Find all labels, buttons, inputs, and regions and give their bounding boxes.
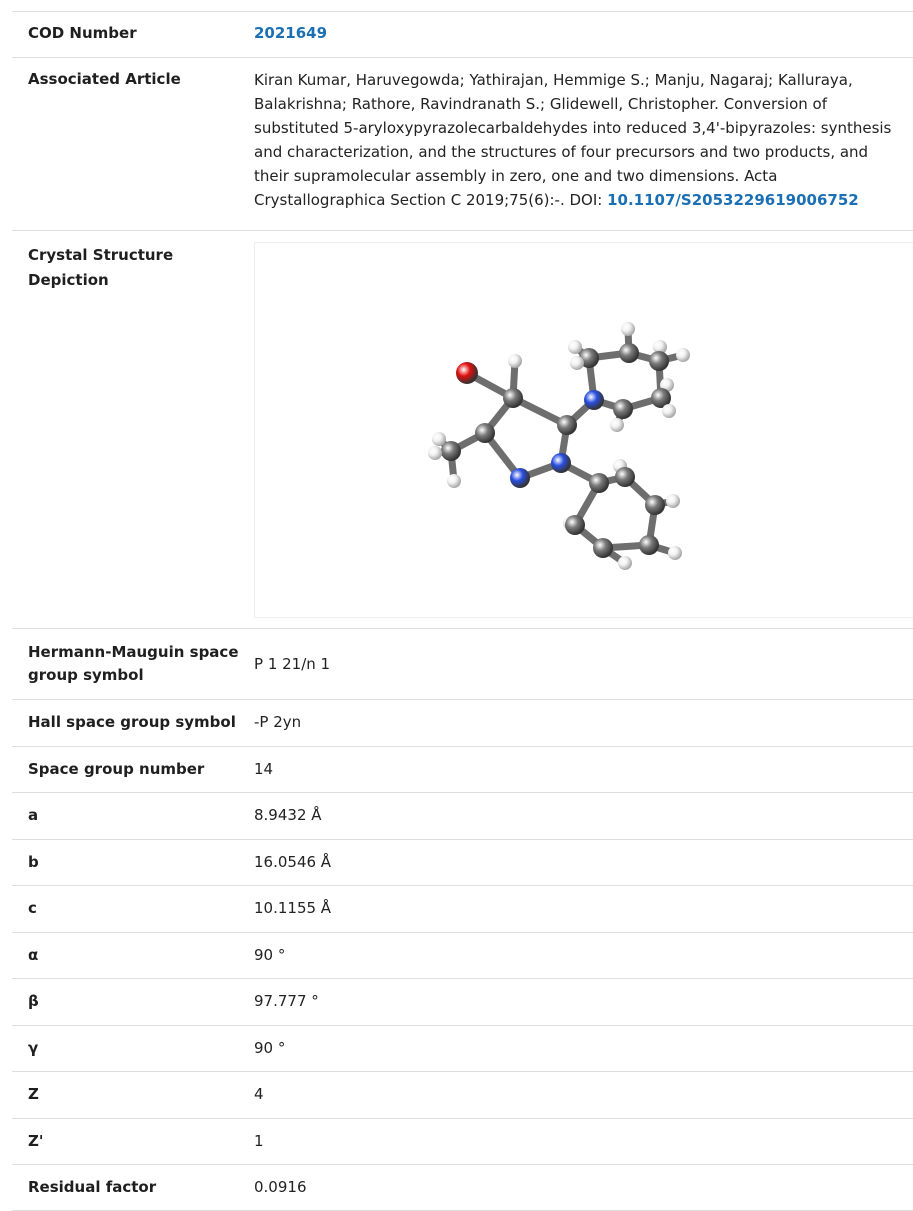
row-label: c — [12, 885, 254, 933]
atom-c — [503, 388, 523, 408]
atom-n — [510, 468, 530, 488]
atom-c — [589, 473, 609, 493]
row-label: γ — [12, 1025, 254, 1072]
row-cell-beta: β 97.777 ° — [12, 978, 913, 1026]
row-residual-factor: Residual factor 0.0916 — [12, 1164, 913, 1211]
row-value: 10.1155 Å — [254, 885, 913, 933]
atom-h — [618, 556, 632, 570]
crystal-structure-viewer[interactable] — [254, 242, 913, 618]
row-label: Hall space group symbol — [12, 699, 254, 747]
row-label: a — [12, 792, 254, 840]
row-space-group-number: Space group number 14 — [12, 746, 913, 793]
doi-link[interactable]: 10.1107/S2053229619006752 — [607, 191, 859, 209]
atom-n — [584, 390, 604, 410]
atom-h — [621, 322, 635, 336]
row-label: Residual factor — [12, 1164, 254, 1211]
row-value: 16.0546 Å — [254, 839, 913, 886]
article-text: Kiran Kumar, Haruvegowda; Yathirajan, He… — [254, 71, 892, 209]
row-cell-b: b 16.0546 Å — [12, 839, 913, 886]
article-citation: Kiran Kumar, Haruvegowda; Yathirajan, He… — [254, 57, 913, 231]
atom-c — [557, 415, 577, 435]
atom-h — [570, 356, 584, 370]
atom-c — [649, 351, 669, 371]
molecule-depiction — [428, 322, 690, 570]
row-z: Z 4 — [12, 1071, 913, 1119]
row-label: Z' — [12, 1118, 254, 1165]
row-cell-c: c 10.1155 Å — [12, 885, 913, 933]
row-hall-symbol: Hall space group symbol -P 2yn — [12, 699, 913, 747]
row-value: 1 — [254, 1118, 913, 1165]
atom-h — [447, 474, 461, 488]
bond — [509, 394, 571, 429]
row-label: Z — [12, 1071, 254, 1119]
atom-c — [565, 515, 585, 535]
row-crystal-depiction: Crystal Structure Depiction — [12, 230, 913, 629]
atom-h — [668, 546, 682, 560]
atom-h — [568, 340, 582, 354]
row-value: 90 ° — [254, 1025, 913, 1072]
row-z-prime: Z' 1 — [12, 1118, 913, 1165]
cod-number-link[interactable]: 2021649 — [254, 24, 328, 42]
atom-h — [653, 340, 667, 354]
row-cell-a: a 8.9432 Å — [12, 792, 913, 840]
row-label: Crystal Structure Depiction — [12, 230, 254, 629]
atom-o — [456, 362, 478, 384]
atom-c — [619, 343, 639, 363]
atom-c — [645, 495, 665, 515]
atom-c — [639, 535, 659, 555]
atom-c — [593, 538, 613, 558]
atom-h — [610, 418, 624, 432]
row-cod-number: COD Number 2021649 — [12, 11, 913, 58]
row-label: Associated Article — [12, 57, 254, 231]
row-hm-symbol: Hermann-Mauguin space group symbol P 1 2… — [12, 628, 913, 700]
atom-c — [441, 441, 461, 461]
row-cell-alpha: α 90 ° — [12, 932, 913, 979]
atom-h — [662, 404, 676, 418]
atom-c — [613, 399, 633, 419]
row-associated-article: Associated Article Kiran Kumar, Haruvego… — [12, 57, 913, 231]
atom-n — [551, 453, 571, 473]
atom-c — [475, 423, 495, 443]
row-value: P 1 21/n 1 — [254, 628, 913, 700]
row-label: COD Number — [12, 11, 254, 58]
row-value: 8.9432 Å — [254, 792, 913, 840]
row-value: 14 — [254, 746, 913, 793]
row-label: b — [12, 839, 254, 886]
atom-h — [666, 494, 680, 508]
atom-h — [428, 446, 442, 460]
atoms — [428, 322, 690, 570]
row-label: β — [12, 978, 254, 1026]
atom-h — [676, 348, 690, 362]
row-label: Space group number — [12, 746, 254, 793]
row-cell-gamma: γ 90 ° — [12, 1025, 913, 1072]
atom-h — [508, 354, 522, 368]
atom-h — [432, 432, 446, 446]
row-label: α — [12, 932, 254, 979]
row-label: Hermann-Mauguin space group symbol — [12, 628, 254, 700]
cod-info-table: COD Number 2021649 Associated Article Ki… — [12, 11, 913, 1211]
row-value: 0.0916 — [254, 1164, 913, 1211]
row-value: 4 — [254, 1071, 913, 1119]
row-value: 97.777 ° — [254, 978, 913, 1026]
atom-c — [651, 388, 671, 408]
row-value: -P 2yn — [254, 699, 913, 747]
row-value: 90 ° — [254, 932, 913, 979]
atom-c — [615, 467, 635, 487]
